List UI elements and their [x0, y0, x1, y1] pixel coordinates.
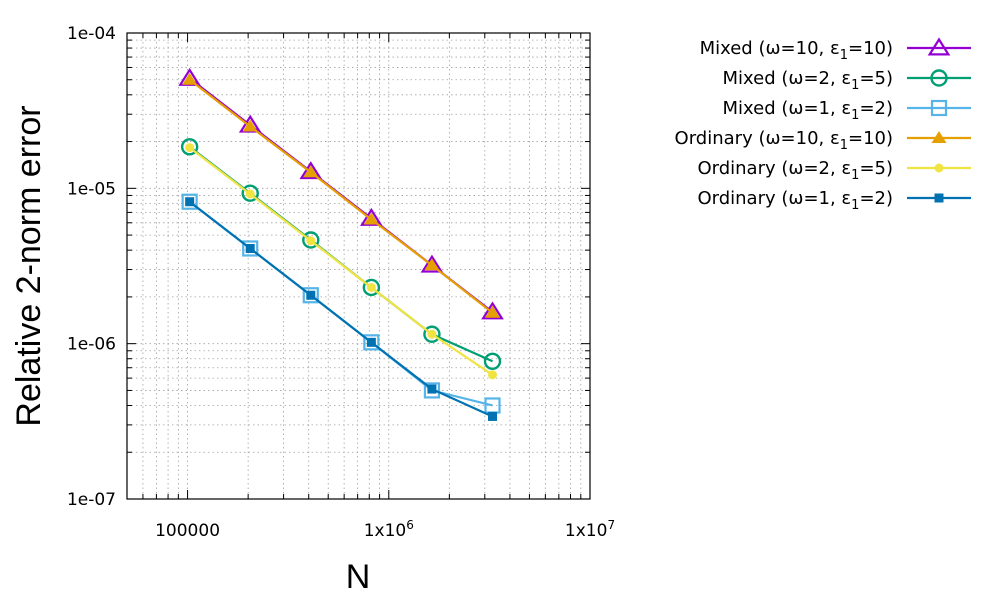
- series-3: [181, 193, 501, 414]
- data-point: [299, 161, 323, 180]
- legend-entry: Ordinary (ω=1, ε1=2): [697, 188, 971, 213]
- legend-label: Ordinary (ω=1, ε1=2): [697, 188, 893, 213]
- series-line: [188, 146, 494, 376]
- y-tick-label: 1e-06: [67, 335, 116, 355]
- data-point: [306, 290, 316, 300]
- data-point: [483, 352, 502, 370]
- series-line: [188, 200, 493, 407]
- legend: Mixed (ω=10, ε1=10) Mixed (ω=2, ε1=5) Mixe…: [675, 37, 971, 213]
- x-tick-label: 1x107: [565, 518, 615, 541]
- data-point: [181, 193, 198, 210]
- series-5: [185, 143, 498, 380]
- series-6: [185, 197, 498, 421]
- data-point: [360, 207, 383, 226]
- legend-marker: [927, 37, 951, 56]
- data-point: [302, 231, 320, 249]
- data-point: [242, 240, 259, 257]
- data-point: [427, 384, 437, 394]
- data-point: [180, 138, 199, 156]
- data-point: [484, 305, 501, 318]
- legend-label: Mixed (ω=10, ε1=10): [700, 38, 893, 63]
- y-tick-label: 1e-04: [67, 24, 116, 44]
- legend-marker: [930, 99, 948, 117]
- y-axis-title: Relative 2-norm error: [10, 105, 48, 426]
- legend-label: Ordinary (ω=2, ε1=5): [697, 158, 893, 183]
- data-point: [242, 119, 258, 132]
- data-series: [178, 67, 504, 421]
- data-point: [303, 165, 319, 178]
- legend-entry: Mixed (ω=2, ε1=5): [723, 68, 971, 93]
- y-tick-label: 1e-05: [67, 179, 116, 199]
- x-tick-label: 1x106: [364, 518, 414, 541]
- data-point: [481, 301, 504, 320]
- series-line: [188, 200, 493, 418]
- data-point: [362, 278, 381, 297]
- series-line: [188, 78, 494, 314]
- axis-ticks: [126, 32, 591, 500]
- data-point: [488, 411, 498, 421]
- legend-entry: Ordinary (ω=2, ε1=5): [697, 158, 971, 183]
- data-point: [185, 143, 195, 153]
- data-point: [245, 243, 255, 253]
- data-point: [423, 325, 441, 343]
- data-point: [185, 197, 195, 207]
- series-4: [182, 72, 501, 318]
- tick-labels: 1e-04 1e-05 1e-06 1e-07 100000 1x106 1x107: [67, 24, 615, 541]
- grid-lines: [127, 33, 590, 499]
- legend-entry: Mixed (ω=1, ε1=2): [723, 98, 971, 123]
- data-point: [182, 72, 198, 85]
- data-point: [245, 189, 255, 199]
- legend-label: Ordinary (ω=10, ε1=10): [675, 128, 893, 153]
- plot-frame: [126, 32, 591, 500]
- data-point: [366, 282, 376, 292]
- series-2: [180, 138, 502, 370]
- series-line: [188, 145, 493, 363]
- data-point: [366, 337, 376, 347]
- y-tick-label: 1e-07: [67, 490, 116, 510]
- data-point: [488, 370, 498, 380]
- legend-entry: Mixed (ω=10, ε1=10): [700, 37, 971, 63]
- data-point: [363, 334, 380, 351]
- data-point: [241, 184, 259, 202]
- legend-label: Mixed (ω=1, ε1=2): [723, 98, 894, 123]
- data-point: [427, 329, 437, 339]
- data-point: [363, 212, 379, 225]
- legend-marker: [934, 163, 944, 173]
- legend-entry: Ordinary (ω=10, ε1=10): [675, 128, 971, 153]
- x-axis-title: N: [346, 558, 371, 596]
- data-point: [423, 382, 441, 399]
- legend-marker: [934, 193, 944, 203]
- x-tick-label: 100000: [155, 521, 220, 541]
- data-point: [420, 254, 444, 273]
- data-point: [302, 287, 319, 304]
- data-point: [306, 236, 316, 246]
- data-point: [424, 258, 440, 271]
- legend-label: Mixed (ω=2, ε1=5): [723, 68, 894, 93]
- data-point: [178, 67, 201, 86]
- legend-marker: [931, 131, 947, 143]
- legend-marker: [930, 69, 948, 87]
